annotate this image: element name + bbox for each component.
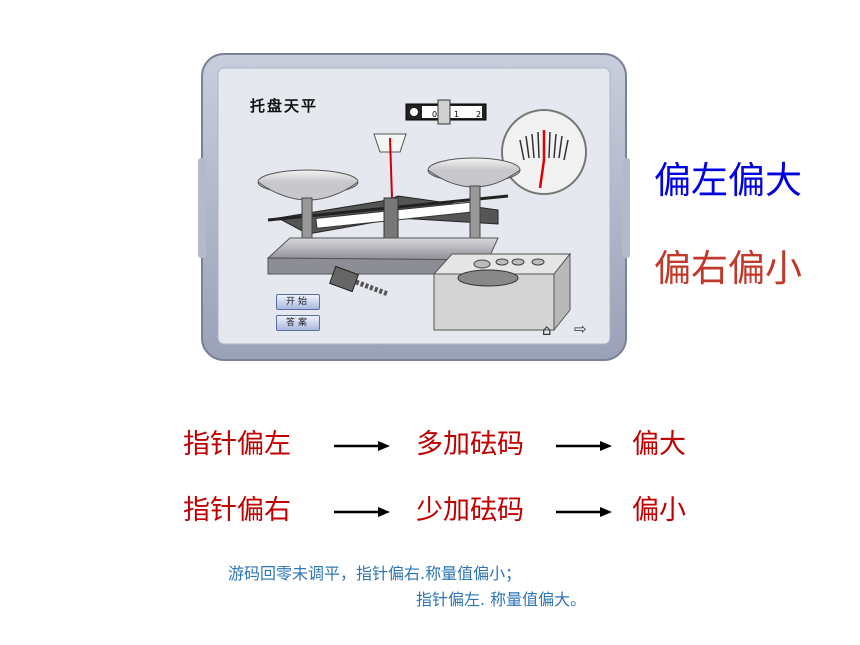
row2-arrow-2 <box>556 507 612 517</box>
row2-arrow-1 <box>334 507 390 517</box>
row1-arrow-2 <box>556 441 612 451</box>
rider-scale-1: 1 <box>454 110 459 119</box>
balance-illustration <box>198 53 630 361</box>
row1-action: 多加砝码 <box>416 429 524 460</box>
balance-simulation-panel <box>198 48 630 366</box>
rider-scale-0: 0 <box>432 110 437 119</box>
rider-scale-labels: 0 1 2 <box>432 110 481 119</box>
right-smaller-label: 偏右偏小 <box>654 247 802 290</box>
row2-result: 偏小 <box>632 495 686 526</box>
note-line-1: 游码回零未调平，指针偏右.称量值偏小； <box>228 564 522 583</box>
rider-scale-2: 2 <box>476 110 481 119</box>
note-line-2: 指针偏左. 称量值偏大。 <box>416 590 587 609</box>
row2-condition: 指针偏右 <box>183 495 291 526</box>
answer-button[interactable]: 答案 <box>276 315 320 331</box>
start-button[interactable]: 开始 <box>276 294 320 310</box>
left-bigger-label: 偏左偏大 <box>654 159 802 202</box>
panel-title: 托盘天平 <box>250 97 319 115</box>
arrow-right-icon[interactable]: ⇨ <box>574 320 587 338</box>
row1-condition: 指针偏左 <box>183 429 291 460</box>
row1-arrow-1 <box>334 441 390 451</box>
row2-action: 少加砝码 <box>416 495 524 526</box>
home-icon[interactable]: ⌂ <box>542 321 552 339</box>
row1-result: 偏大 <box>632 429 686 460</box>
